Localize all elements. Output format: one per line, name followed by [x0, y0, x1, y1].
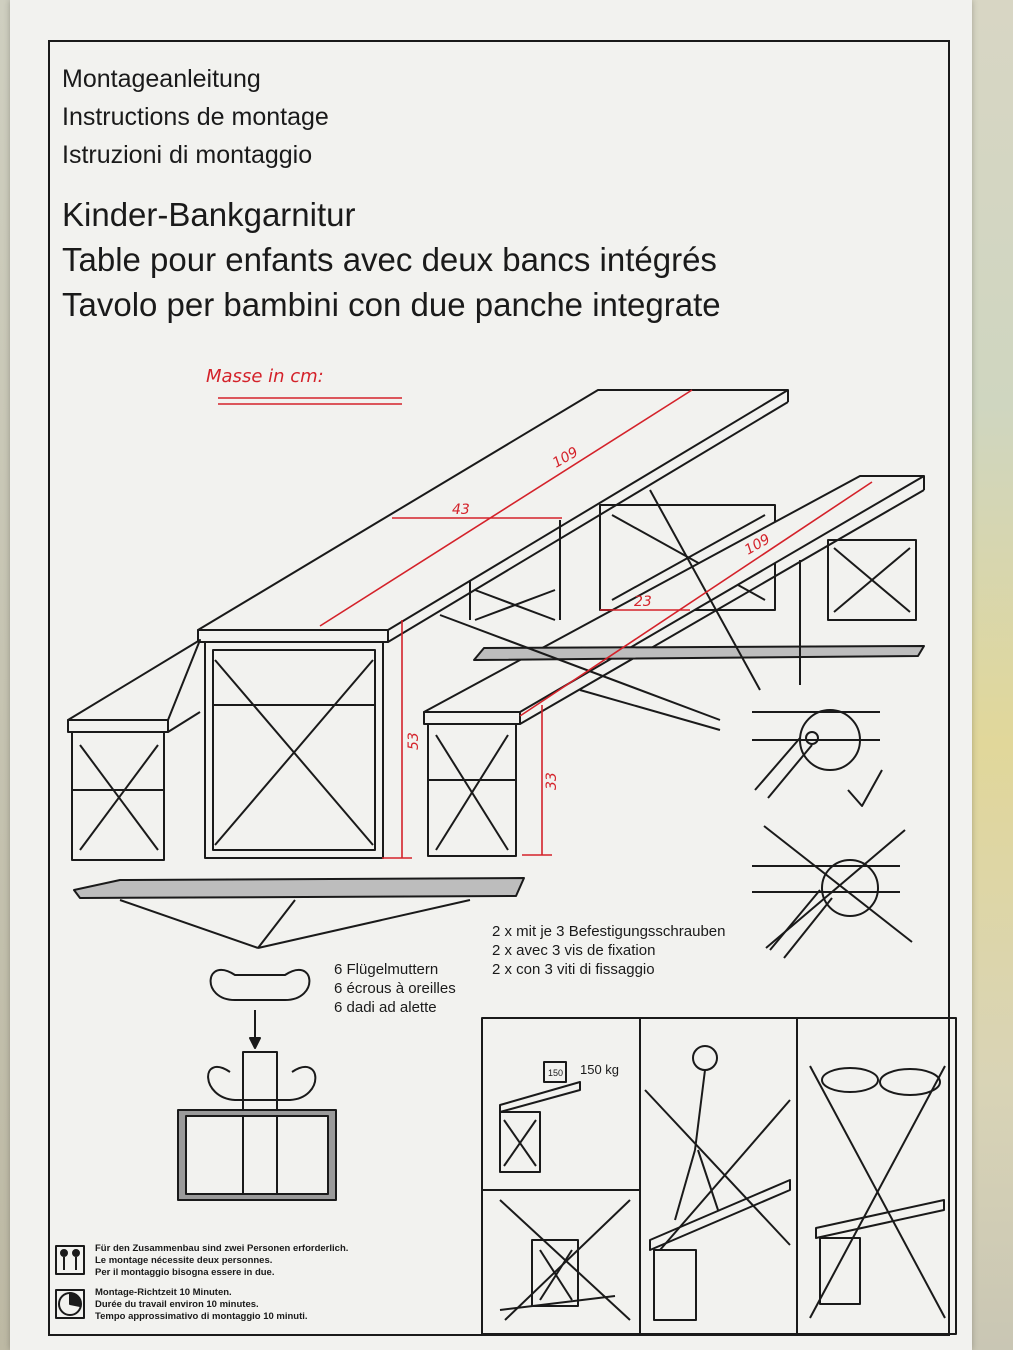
time-note-line: Montage-Richtzeit 10 Minuten. — [95, 1287, 232, 1298]
screws-de: 2 x mit je 3 Befestigungsschrauben — [492, 923, 726, 940]
screws-it: 2 x con 3 viti di fissaggio — [492, 961, 655, 978]
weight-icon: 150 — [548, 1068, 563, 1078]
dimension-lines — [319, 389, 873, 859]
bench-left — [67, 639, 201, 861]
wing-nut-icon — [177, 968, 337, 1201]
weight-label: 150 kg — [580, 1062, 619, 1077]
title-it: Istruzioni di montaggio — [62, 141, 313, 169]
product-it: Tavolo per bambini con due panche integr… — [62, 286, 721, 323]
clock-icon — [55, 1289, 85, 1319]
screws-fr: 2 x avec 3 vis de fixation — [492, 942, 656, 959]
title-fr: Instructions de montage — [62, 103, 329, 131]
wingnuts-fr: 6 écrous à oreilles — [334, 980, 456, 997]
time-note-line: Durée du travail environ 10 minutes. — [95, 1299, 259, 1310]
persons-note-line: Für den Zusammenbau sind zwei Personen e… — [95, 1243, 349, 1254]
time-note: Montage-Richtzeit 10 Minuten. Durée du t… — [95, 1287, 308, 1323]
wingnuts-de: 6 Flügelmuttern — [334, 961, 439, 978]
persons-note-line: Per il montaggio bisogna essere in due. — [95, 1267, 275, 1278]
table-top — [197, 389, 789, 643]
background-map-left — [0, 0, 12, 1350]
detail-wrong — [752, 825, 913, 959]
title-de: Montageanleitung — [62, 65, 261, 93]
wingnuts-it: 6 dadi ad alette — [334, 999, 437, 1016]
two-persons-icon — [55, 1245, 85, 1275]
time-note-line: Tempo approssimativo di montaggio 10 min… — [95, 1311, 308, 1322]
wingnuts-text: 6 Flügelmuttern 6 écrous à oreilles 6 da… — [334, 960, 456, 1017]
product-fr: Table pour enfants avec deux bancs intég… — [62, 241, 717, 278]
dim-bench-height: 33 — [544, 772, 560, 790]
dim-bench-width: 23 — [634, 594, 652, 610]
table-front-legs — [204, 641, 384, 859]
product-de: Kinder-Bankgarnitur — [62, 196, 356, 233]
dim-table-width: 43 — [452, 502, 470, 518]
handwritten-units-note: Masse in cm: — [206, 366, 324, 387]
title-block: Montageanleitung Instructions de montage… — [62, 60, 721, 327]
persons-note: Für den Zusammenbau sind zwei Personen e… — [95, 1243, 348, 1279]
dim-table-height: 53 — [406, 732, 422, 750]
persons-note-line: Le montage nécessite deux personnes. — [95, 1255, 273, 1266]
base-rails — [73, 645, 925, 899]
safety-panels — [481, 1017, 957, 1335]
screws-text: 2 x mit je 3 Befestigungsschrauben 2 x a… — [492, 922, 725, 979]
detail-correct — [752, 709, 883, 807]
